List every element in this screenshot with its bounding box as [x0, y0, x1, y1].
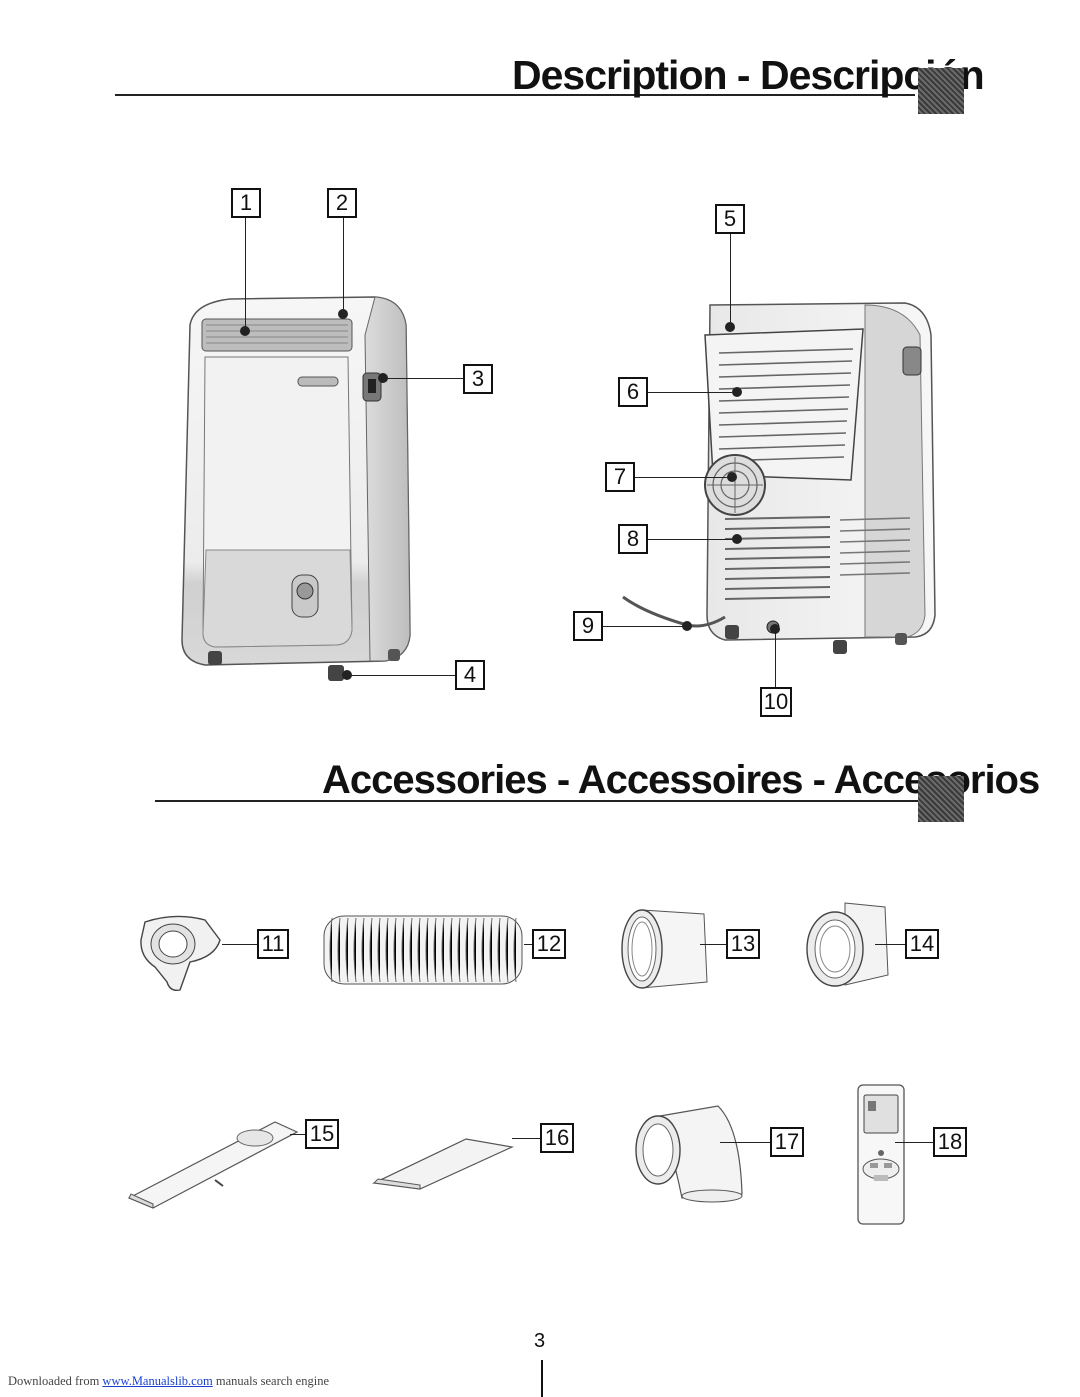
pointer-7 — [727, 472, 737, 482]
leader-9 — [603, 626, 683, 627]
page-number: 3 — [534, 1330, 546, 1352]
leader-8 — [648, 539, 732, 540]
leader-7 — [635, 477, 727, 478]
callout-11: 11 — [257, 929, 289, 959]
leader-16 — [512, 1138, 540, 1139]
pointer-1 — [240, 326, 250, 336]
callout-4: 4 — [455, 660, 485, 690]
leader-6 — [648, 392, 732, 393]
air-conditioner-front-illustration — [181, 296, 411, 681]
footer-prefix: Downloaded from — [8, 1374, 103, 1388]
callout-15: 15 — [305, 1119, 339, 1149]
manualslib-link[interactable]: www.Manualslib.com — [102, 1374, 213, 1388]
footer-suffix: manuals search engine — [212, 1374, 329, 1388]
hose-connector-a-illustration — [621, 909, 708, 989]
callout-5: 5 — [715, 204, 745, 234]
callout-8: 8 — [618, 524, 648, 554]
leader-17 — [720, 1142, 770, 1143]
callout-2: 2 — [327, 188, 357, 218]
callout-7: 7 — [605, 462, 635, 492]
callout-10: 10 — [760, 687, 792, 717]
accessories-tab-marker — [918, 776, 964, 822]
callout-17: 17 — [770, 1127, 804, 1157]
download-footer: Downloaded from www.Manualslib.com manua… — [8, 1374, 329, 1389]
page-divider — [541, 1360, 543, 1397]
hose-nozzle-illustration — [635, 1105, 743, 1203]
leader-13 — [700, 944, 726, 945]
remote-control-illustration — [857, 1084, 905, 1225]
callout-16: 16 — [540, 1123, 574, 1153]
exhaust-hose-illustration — [323, 915, 523, 985]
leader-12 — [524, 944, 532, 945]
leader-3 — [385, 378, 463, 379]
pointer-5 — [725, 322, 735, 332]
pointer-3 — [378, 373, 388, 383]
accessories-rule — [155, 800, 920, 802]
leader-18 — [895, 1142, 933, 1143]
pointer-6 — [732, 387, 742, 397]
callout-9: 9 — [573, 611, 603, 641]
leader-1 — [245, 218, 246, 328]
pointer-2 — [338, 309, 348, 319]
pointer-4 — [342, 670, 352, 680]
window-adapter-illustration — [140, 915, 221, 992]
callout-1: 1 — [231, 188, 261, 218]
callout-12: 12 — [532, 929, 566, 959]
leader-4 — [350, 675, 455, 676]
pointer-9 — [682, 621, 692, 631]
leader-11 — [222, 944, 257, 945]
description-rule — [115, 94, 915, 96]
leader-15 — [290, 1134, 306, 1135]
leader-2 — [343, 218, 344, 312]
callout-6: 6 — [618, 377, 648, 407]
callout-3: 3 — [463, 364, 493, 394]
callout-14: 14 — [905, 929, 939, 959]
air-conditioner-rear-illustration — [622, 302, 936, 654]
description-tab-marker — [918, 68, 964, 114]
window-kit-extension-b-illustration — [371, 1138, 515, 1190]
hose-connector-b-illustration — [806, 902, 889, 987]
callout-13: 13 — [726, 929, 760, 959]
description-title: Description - Descripción — [512, 52, 985, 98]
leader-5 — [730, 234, 731, 324]
callout-18: 18 — [933, 1127, 967, 1157]
leader-14 — [875, 944, 905, 945]
pointer-8 — [732, 534, 742, 544]
pointer-10 — [770, 624, 780, 634]
leader-10 — [775, 632, 776, 687]
window-kit-extension-a-illustration — [127, 1121, 299, 1209]
